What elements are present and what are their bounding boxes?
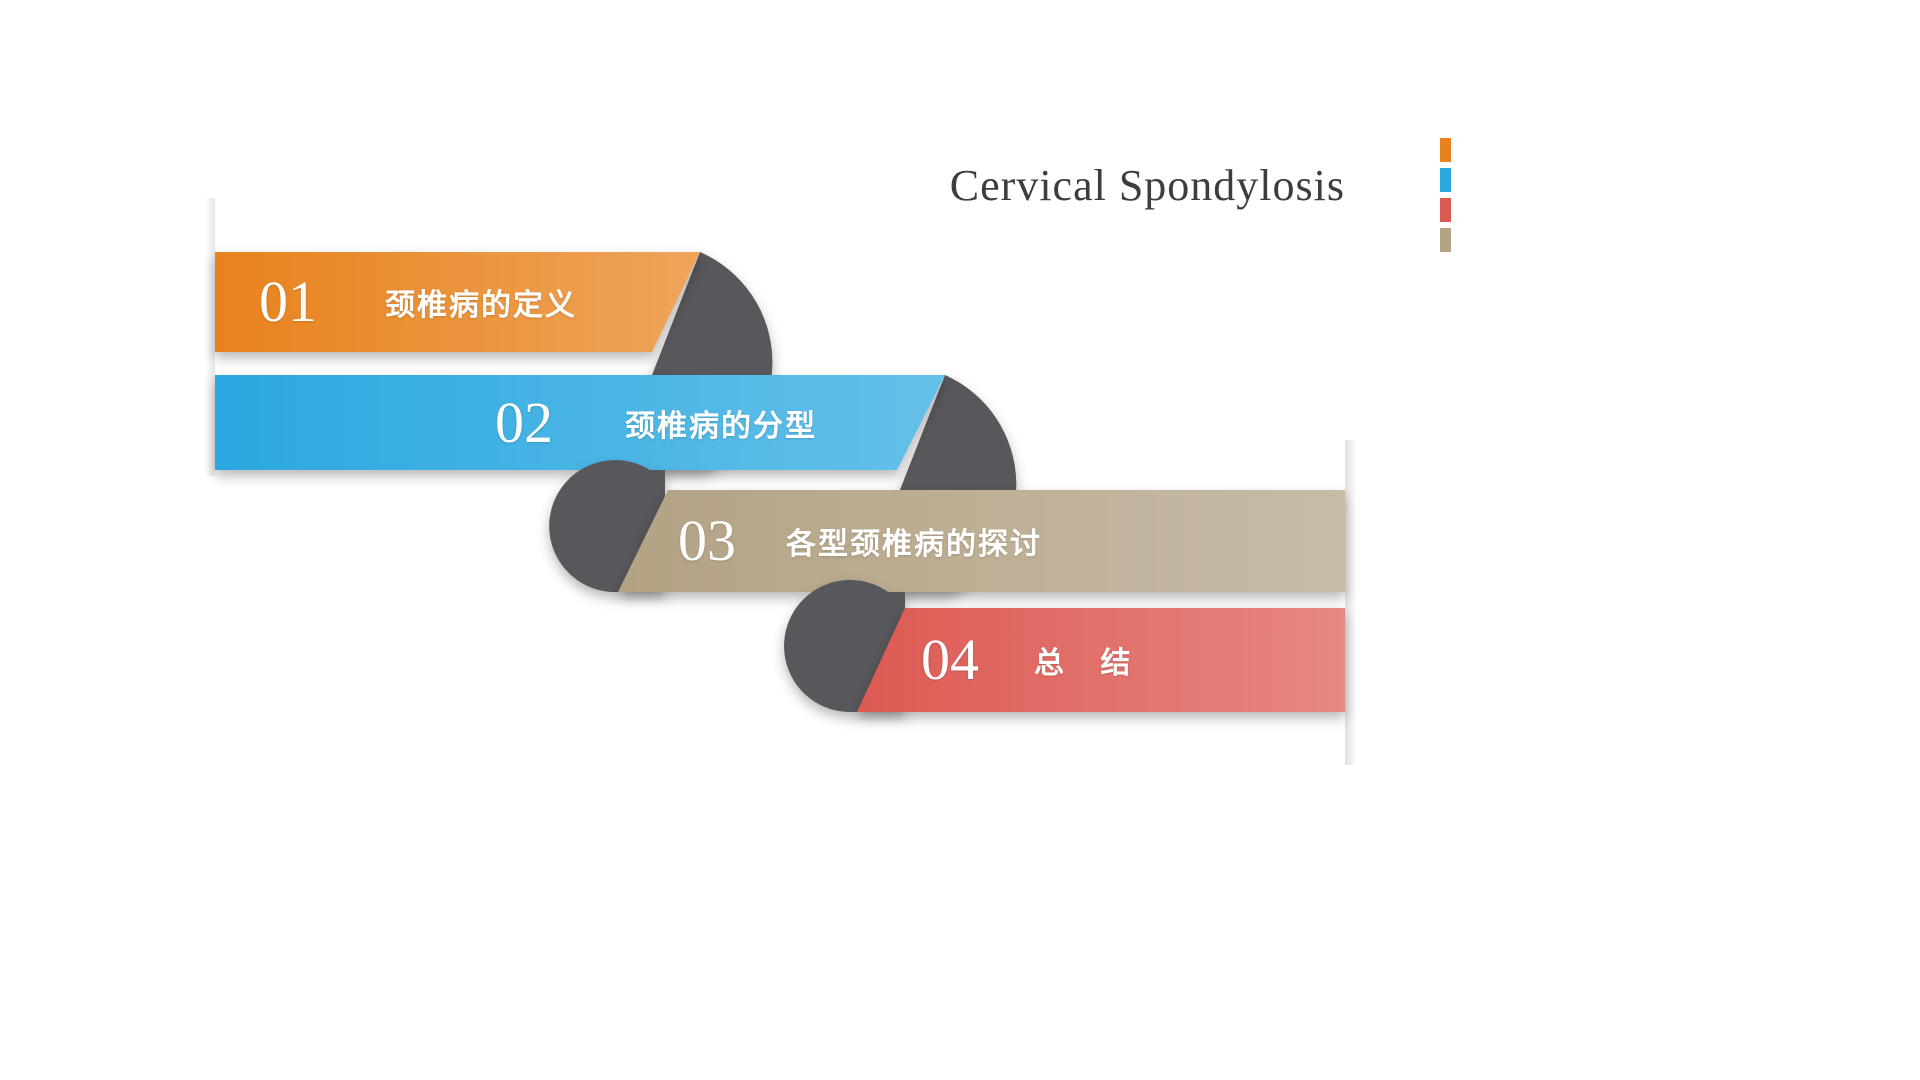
ribbon-3-sheen: [618, 490, 1345, 592]
legend-color-chip-tan: [1440, 228, 1451, 252]
item-number: 01: [259, 269, 317, 334]
color-legend: [1440, 138, 1451, 252]
item-label: 颈椎病的定义: [385, 289, 577, 322]
agenda-item-1: 01 颈椎病的定义: [215, 252, 688, 352]
item-number: 04: [921, 627, 979, 692]
agenda-item-3: 03 各型颈椎病的探讨: [618, 490, 1345, 592]
item-label: 总 结: [1034, 647, 1145, 680]
agenda-item-2: 02 颈椎病的分型: [215, 375, 945, 470]
slide-title: Cervical Spondylosis: [949, 161, 1345, 210]
item-label: 各型颈椎病的探讨: [786, 528, 1042, 561]
item-label: 颈椎病的分型: [625, 409, 817, 443]
item-number: 03: [678, 508, 736, 573]
legend-color-chip-red: [1440, 198, 1451, 222]
agenda-item-4: 04 总 结: [857, 608, 1345, 712]
ribbon-1-sheen: [215, 252, 700, 352]
ribbon-2-sheen: [215, 375, 945, 470]
ribbon-4-sheen: [857, 608, 1345, 712]
legend-color-chip-blue: [1440, 168, 1451, 192]
legend-color-chip-orange: [1440, 138, 1451, 162]
item-number: 02: [495, 389, 553, 455]
